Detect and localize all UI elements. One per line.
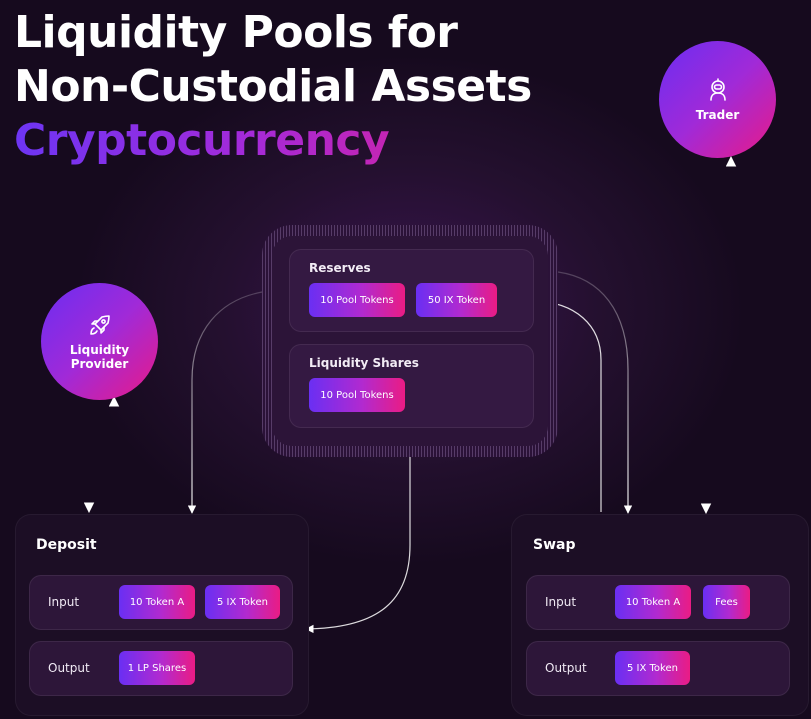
pool-to-swap-curve xyxy=(557,271,633,514)
lp-label-line-1: Liquidity xyxy=(69,342,130,357)
deposit-input-label: Input xyxy=(48,595,80,609)
deposit-title: Deposit xyxy=(36,537,97,553)
title-line-3: Cryptocurrency xyxy=(14,114,532,168)
title-line-1: Liquidity Pools for xyxy=(14,7,458,58)
reserves-title: Reserves xyxy=(309,261,371,275)
trader-node: Trader xyxy=(659,41,776,158)
swap-output-label: Output xyxy=(545,661,587,675)
rocket-icon xyxy=(89,314,110,335)
reserves-token-ix: 50 IX Token xyxy=(416,283,497,317)
swap-input-token-a: 10 Token A xyxy=(615,585,691,619)
liquidity-provider-node: Liquidity Provider xyxy=(41,283,158,400)
deposit-input-token-a: 10 Token A xyxy=(119,585,195,619)
page-title: Liquidity Pools for Non-Custodial Assets… xyxy=(14,6,532,168)
swap-output-token-ix: 5 IX Token xyxy=(615,651,690,685)
swap-input-fees: Fees xyxy=(703,585,750,619)
trader-label: Trader xyxy=(695,107,740,122)
astronaut-icon xyxy=(709,77,726,101)
deposit-output-token-lp: 1 LP Shares xyxy=(119,651,195,685)
title-line-2: Non-Custodial Assets xyxy=(14,61,532,112)
deposit-input-token-ix: 5 IX Token xyxy=(205,585,280,619)
pool-to-deposit-curve xyxy=(187,291,263,514)
liquidity-shares-title: Liquidity Shares xyxy=(309,356,419,370)
liquidity-shares-token: 10 Pool Tokens xyxy=(309,378,405,412)
pool-to-deposit-output-curve xyxy=(305,432,411,634)
swap-input-label: Input xyxy=(545,595,577,609)
deposit-output-label: Output xyxy=(48,661,90,675)
reserves-token-pool: 10 Pool Tokens xyxy=(309,283,405,317)
swap-title: Swap xyxy=(533,537,576,553)
lp-label-line-2: Provider xyxy=(70,356,129,371)
